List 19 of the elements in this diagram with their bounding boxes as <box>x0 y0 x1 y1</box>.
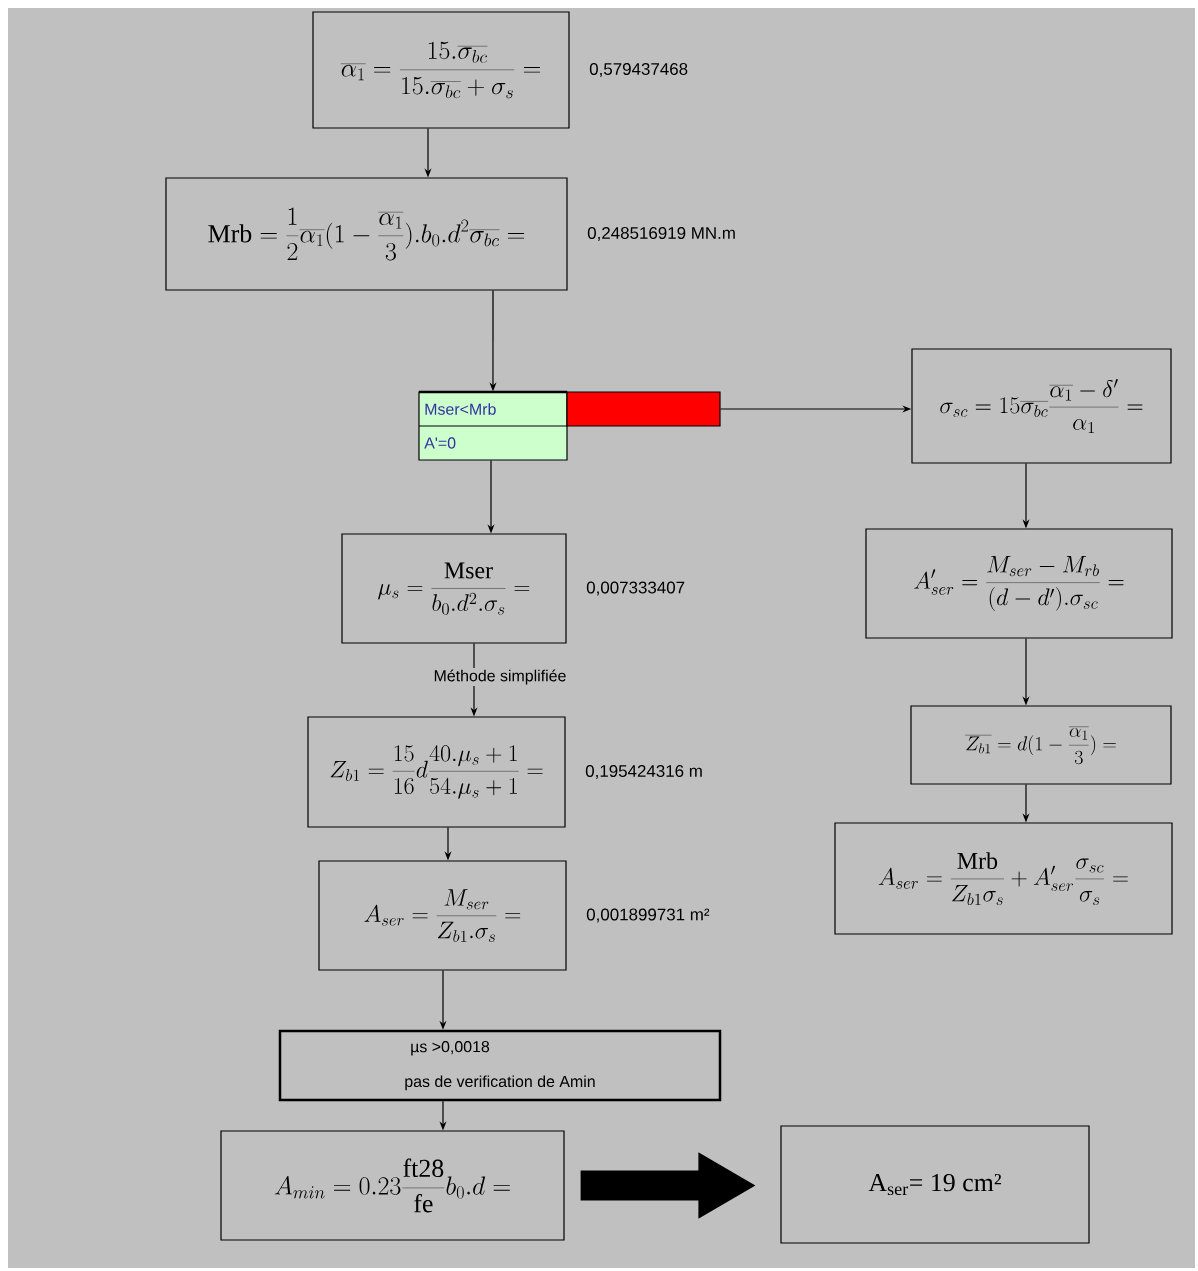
formula-box: $\mu_s=\frac{\mathrm{Mser}}{b_0.d^2.\sigma_s}=$ <box>341 533 567 644</box>
formula-box: $A_{ser}=\frac{\mathrm{Mrb}}{Z_{b1}\sigma_s}+A'_{ser}\frac{\sigma_{sc}}{\sigma_s}=$ <box>834 822 1173 935</box>
formula-box: $\overline{\alpha_1}=\frac{15.\overline{\sigma_{bc}}}{15.\overline{\sigma_{bc}}+\sigma_s}=$ <box>312 11 570 129</box>
formula-box: $A_{ser}=\frac{M_{ser}}{Z_{b1}.\sigma_s}=$ <box>318 860 567 971</box>
formula-box: $\mathrm{Mrb}=\frac{1}{2}\overline{\alpha_1}(1-\frac{\overline{\alpha_1}}{3}).b_0.d^2\overline{\sigma_{bc}}=$ <box>165 177 568 291</box>
value-text: 0,001899731 m² <box>586 908 710 923</box>
value-text: 0,579437468 <box>589 63 688 77</box>
formula-box: $A_{min}=0.23\frac{\mathrm{ft28}}{\mathrm{fe}}b_0.d=$ <box>220 1130 565 1241</box>
formula-box: $\overline{Z_{b1}}=d(1-\frac{\overline{\alpha_1}}{3})=$ <box>910 705 1172 785</box>
note-box: µs >0,0018 pas de verification de Amin <box>278 1029 722 1102</box>
value-text: 0,195424316 m <box>585 765 702 779</box>
bar <box>566 391 721 427</box>
condition-table: Mser<Mrb A'=0 <box>418 390 568 461</box>
value-text: 0,007333407 <box>586 581 685 596</box>
result-box: A$_{ser}$= 19 cm² <box>780 1125 1090 1244</box>
value-text: 0,248516919 MN.m <box>587 227 735 241</box>
formula-box: $A'_{ser}=\frac{M_{ser}-M_{rb}}{(d-d').\sigma_{sc}}=$ <box>865 528 1173 639</box>
formula-box: $Z_{b1}=\frac{15}{16}d\frac{40.\mu_s+1}{54.\mu_s+1}=$ <box>307 716 566 828</box>
formula-box: $\sigma_{sc}=15\overline{\sigma_{bc}}\frac{\overline{\alpha_1}-\delta'}{\alpha_1}=$ <box>911 348 1172 464</box>
